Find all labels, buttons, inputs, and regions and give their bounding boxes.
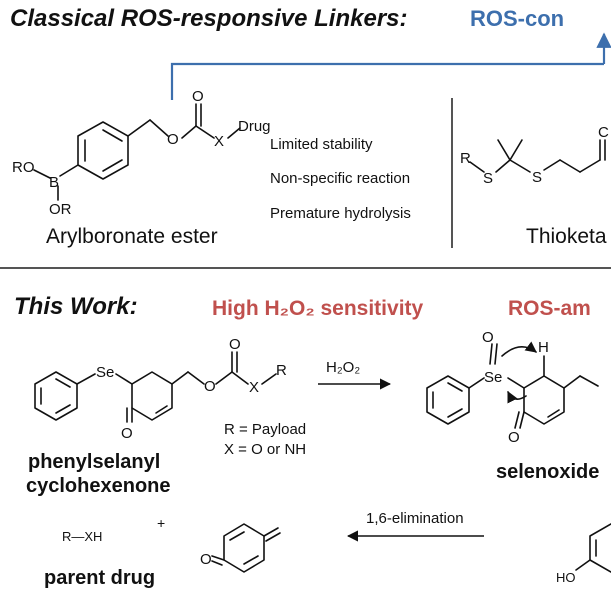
substrate-structure: [34, 351, 277, 423]
quinone-methide-structure: [211, 523, 281, 573]
ester-carbonyl-oxygen-label: O: [229, 336, 241, 353]
note-premature-hydrolysis: Premature hydrolysis: [270, 205, 411, 222]
phenol-ho-label: HO: [556, 570, 576, 585]
thioketal-r-label: R: [460, 150, 471, 167]
plus-sign: +: [157, 515, 165, 531]
parent-drug-name: parent drug: [44, 567, 155, 589]
drug-label: Drug: [238, 118, 271, 135]
selenoxide-structure: [426, 341, 599, 429]
selenoxide-name: selenoxide: [496, 461, 599, 483]
this-work-title: This Work:: [14, 293, 138, 320]
selenoxide-ring-oxygen-label: O: [508, 429, 520, 446]
carbonyl-oxygen-label: O: [192, 88, 204, 105]
r-definition: R = Payload: [224, 421, 306, 438]
substrate-x-label: X: [249, 379, 259, 396]
ros-cleavable-header-partial: ROS-con: [470, 6, 564, 31]
ether-oxygen-label: O: [167, 131, 179, 148]
arylboronate-structure: [33, 103, 241, 201]
parent-drug-formula: R—XH: [62, 529, 102, 544]
se-atom-label: Se: [96, 364, 114, 381]
thioketal-s2-label: S: [532, 169, 542, 186]
arylboronate-name: Arylboronate ester: [46, 225, 218, 248]
thioketal-partial-atom: C: [598, 124, 609, 141]
ester-oxygen-label: O: [204, 378, 216, 395]
blue-bracket-line: [170, 62, 604, 100]
x-definition: X = O or NH: [224, 441, 306, 458]
h2o2-reagent-label: H₂O₂: [326, 359, 360, 376]
substrate-name-line2: cyclohexenone: [26, 475, 171, 497]
elimination-label: 1,6-elimination: [366, 510, 464, 527]
thioketal-s1-label: S: [483, 170, 493, 187]
boron-atom-label: B: [49, 174, 59, 191]
selenoxide-o-label: O: [482, 329, 494, 346]
selenoxide-h-label: H: [538, 339, 549, 356]
substrate-name-line1: phenylselanyl: [28, 451, 160, 473]
ros-amplification-highlight-partial: ROS-am: [508, 297, 591, 320]
phenol-partial-structure: [575, 523, 611, 573]
selenoxide-se-label: Se: [484, 369, 502, 386]
thioketal-name: Thioketa: [526, 225, 607, 248]
quinone-oxygen-label: O: [200, 551, 212, 568]
h2o2-sensitivity-highlight: High H₂O₂ sensitivity: [212, 297, 424, 320]
note-limited-stability: Limited stability: [270, 136, 373, 153]
note-non-specific: Non-specific reaction: [270, 170, 410, 187]
ro-atom-label: RO: [12, 159, 35, 176]
x-atom-label: X: [214, 133, 224, 150]
classical-linkers-title: Classical ROS-responsive Linkers:: [10, 5, 408, 32]
ring-oxygen-label: O: [121, 425, 133, 442]
thioketal-structure: [469, 139, 606, 173]
or-atom-label: OR: [49, 201, 72, 218]
substrate-r-label: R: [276, 362, 287, 379]
